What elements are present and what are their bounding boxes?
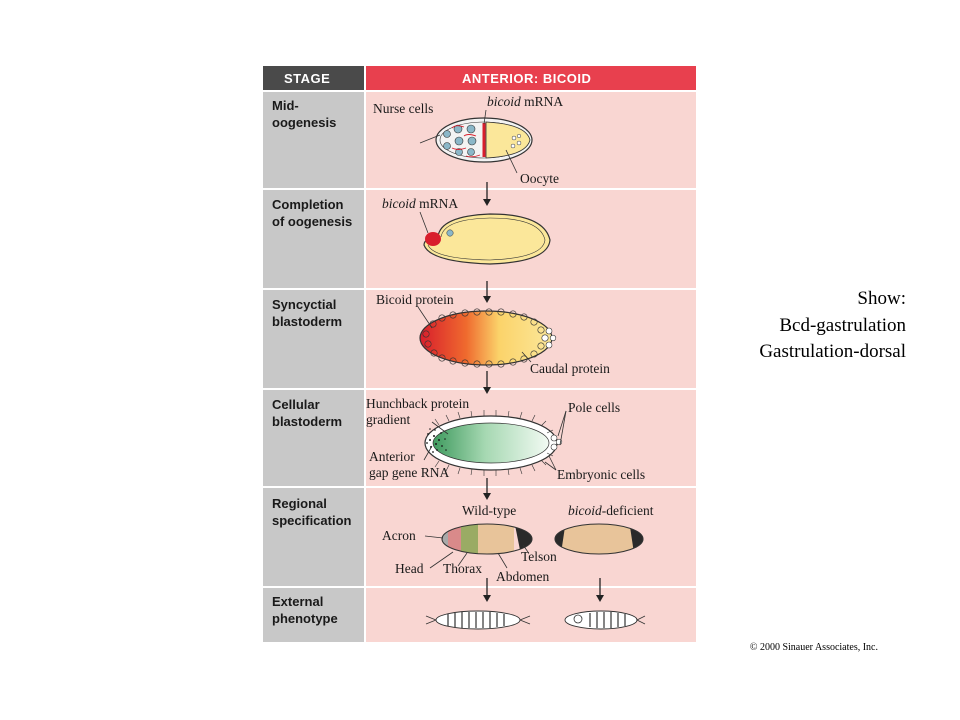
oocyte-label: Oocyte: [520, 171, 559, 186]
stage-label: of oogenesis: [272, 214, 352, 229]
bicoid-deficient-label: bicoid-deficient: [568, 503, 654, 518]
thorax-label: Thorax: [443, 561, 482, 576]
anterior-gap-label: Anterior: [369, 449, 415, 464]
side-note-line: Show:: [857, 288, 906, 309]
bicoid-mrna-label: bicoid mRNA: [487, 94, 563, 109]
stage-label: oogenesis: [272, 115, 336, 130]
stage-label: blastoderm: [272, 414, 342, 429]
gene-name: bicoid: [382, 196, 416, 211]
cellular-embryo-diagram: [423, 410, 567, 476]
stage-label: Mid-: [272, 98, 299, 113]
bicoid-protein-label: Bicoid protein: [376, 292, 454, 307]
stage-label: Completion: [272, 197, 344, 212]
hunchback-label: gradient: [366, 412, 410, 427]
side-note-line: Gastrulation-dorsal: [759, 341, 906, 362]
stage-label: External: [272, 594, 323, 609]
anterior-gap-label: gap gene RNA: [369, 465, 449, 480]
deficient-suffix: -deficient: [602, 503, 654, 518]
stage-header: [263, 66, 364, 90]
stage-label: Regional: [272, 496, 327, 511]
column-header-label: ANTERIOR: BICOID: [462, 71, 591, 86]
nurse-cells-label: Nurse cells: [373, 101, 433, 116]
syncytial-embryo-diagram: [417, 306, 557, 368]
bicoid-mrna-label: bicoid mRNA: [382, 196, 458, 211]
head-label: Head: [395, 561, 424, 576]
gene-name: bicoid: [487, 94, 521, 109]
wild-type-larva-illustration: [425, 610, 531, 630]
stage-column: [263, 92, 364, 642]
egg-chamber-diagram: [419, 109, 533, 174]
copyright-notice: © 2000 Sinauer Associates, Inc.: [749, 642, 878, 653]
mrna-suffix: mRNA: [416, 196, 459, 211]
gene-name: bicoid: [568, 503, 602, 518]
mature-oocyte-diagram: [419, 211, 551, 265]
stage-label: Cellular: [272, 397, 320, 412]
abdomen-label: Abdomen: [496, 569, 549, 584]
side-note-line: Bcd-gastrulation: [779, 314, 906, 336]
acron-label: Acron: [382, 528, 416, 543]
side-note: Show: Bcd-gastrulation Gastrulation-dors…: [700, 286, 906, 366]
telson-label: Telson: [521, 549, 557, 564]
bicoid-deficient-larva-illustration: [564, 610, 646, 630]
flow-arrow: [483, 182, 604, 602]
hunchback-label: Hunchback protein: [366, 396, 469, 411]
stage-label: specification: [272, 513, 352, 528]
embryonic-cells-label: Embryonic cells: [557, 467, 645, 482]
caudal-protein-label: Caudal protein: [530, 361, 610, 376]
stage-header-label: STAGE: [284, 71, 330, 86]
mrna-suffix: mRNA: [521, 94, 564, 109]
wild-type-label: Wild-type: [462, 503, 516, 518]
stage-label: Syncyctial: [272, 297, 336, 312]
wild-type-fate-map: [424, 523, 533, 569]
column-header: [366, 66, 696, 90]
stage-label: phenotype: [272, 611, 338, 626]
pole-cells-label: Pole cells: [568, 400, 620, 415]
stage-label: blastoderm: [272, 314, 342, 329]
